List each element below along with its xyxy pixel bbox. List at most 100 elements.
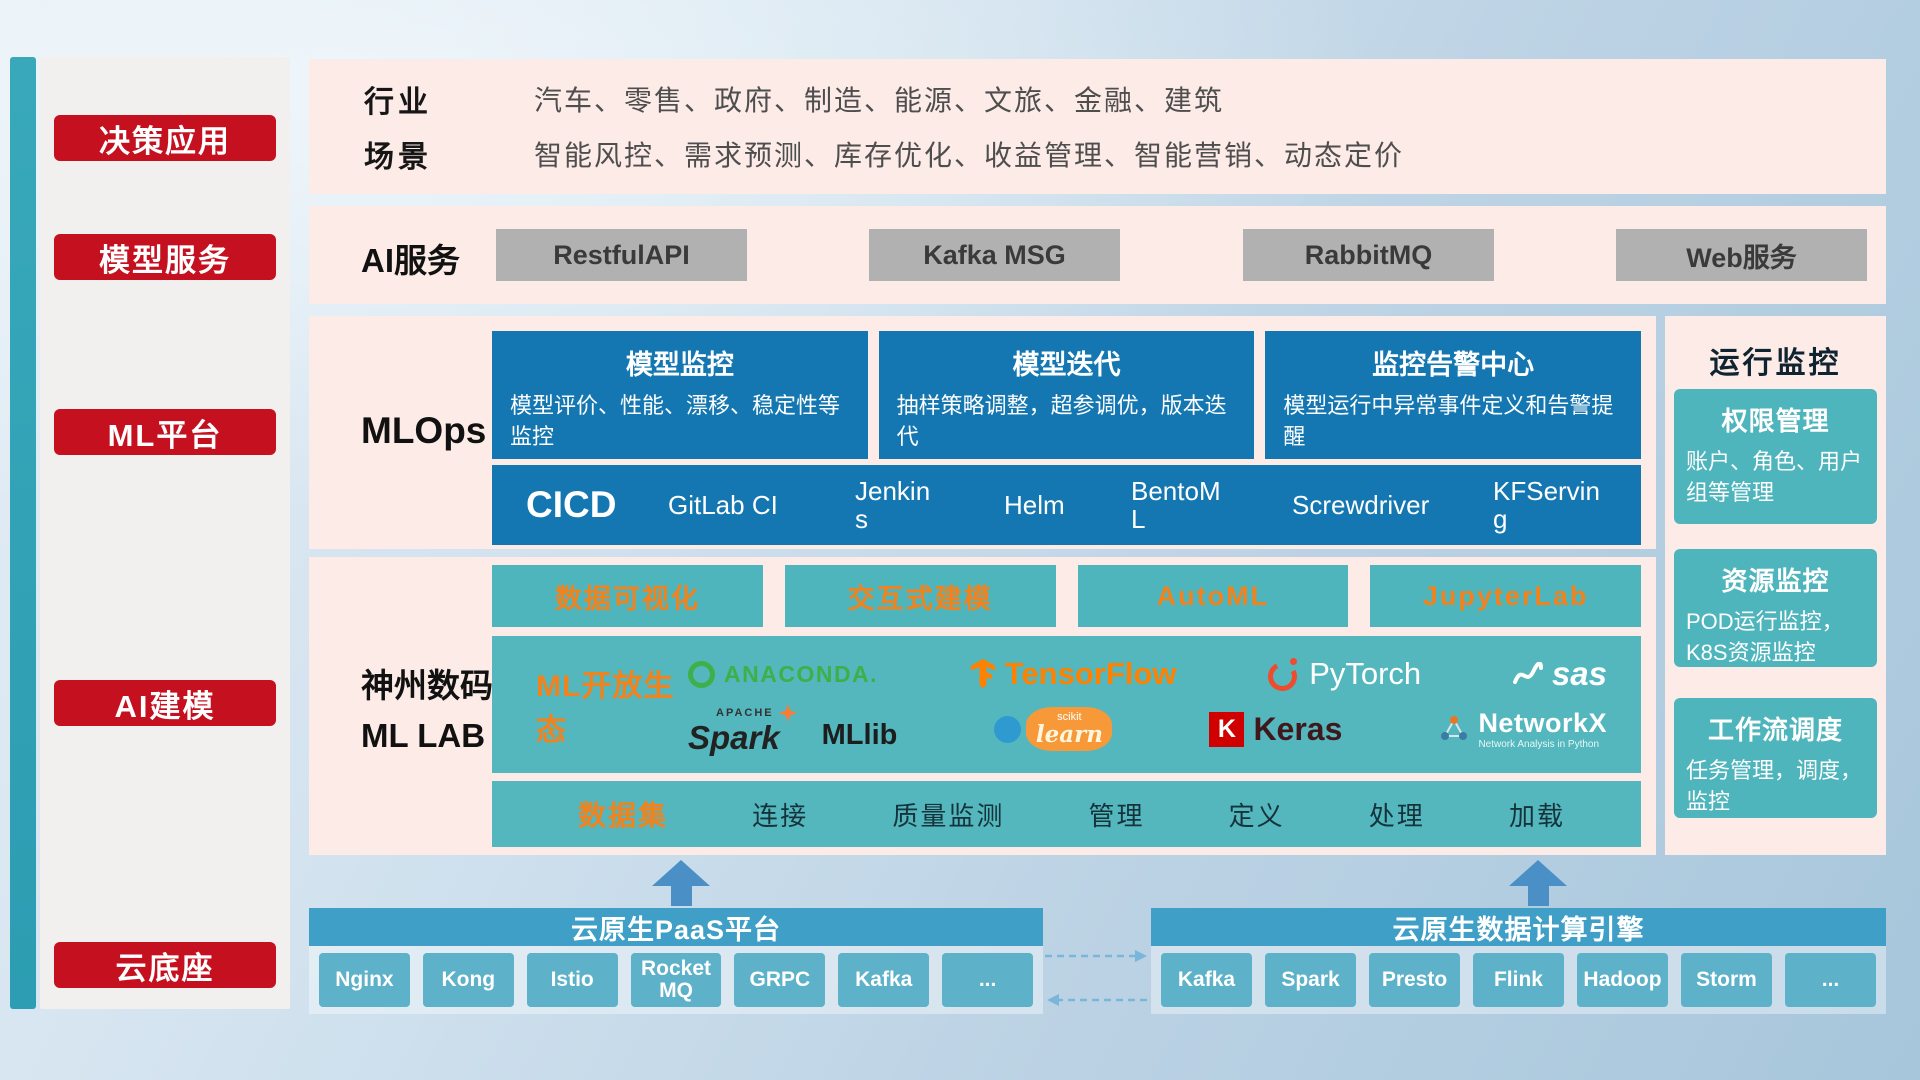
engine-hadoop-button[interactable]: Hadoop: [1577, 953, 1668, 1007]
mllib-wordmark: MLlib: [821, 718, 898, 751]
dataset-item-process: 处理: [1368, 800, 1425, 831]
automl-button[interactable]: AutoML: [1077, 565, 1349, 627]
cicd-tools: GitLab CI Jenkins Helm BentoML Screwdriv…: [668, 477, 1607, 533]
paas-buttons: Nginx Kong Istio RocketMQ GRPC Kafka ...: [309, 946, 1043, 1014]
card-title: 资源监控: [1721, 566, 1830, 596]
keras-logo: K Keras: [1209, 711, 1342, 748]
card-title: 权限管理: [1721, 406, 1830, 436]
dataset-item-load: 加载: [1508, 800, 1565, 831]
pytorch-wordmark: PyTorch: [1309, 656, 1422, 691]
sidebar-item-cloud-base[interactable]: 云底座: [54, 942, 276, 988]
dataset-item-manage: 管理: [1088, 800, 1145, 831]
keras-k-icon: K: [1209, 711, 1245, 747]
tensorflow-logo: TensorFlow: [970, 656, 1176, 692]
sidebar-item-ai-modeling[interactable]: AI建模: [54, 680, 276, 726]
layer-sidebar: 决策应用 模型服务 ML平台 AI建模 云底座: [40, 57, 290, 1009]
sidebar-item-decision-apps[interactable]: 决策应用: [54, 115, 276, 161]
card-title: 模型监控: [625, 350, 734, 380]
scene-row: 场景 智能风控、需求预测、库存优化、收益管理、智能营销、动态定价: [364, 132, 1866, 176]
ai-service-label: AI服务: [361, 242, 460, 279]
paas-platform-bar: 云原生PaaS平台: [309, 908, 1043, 946]
sidebar-item-ml-platform[interactable]: ML平台: [54, 409, 276, 455]
jupyterlab-button[interactable]: JupyterLab: [1370, 565, 1641, 627]
paas-up-arrow-icon: [652, 860, 710, 906]
tool-screwdriver: Screwdriver: [1292, 489, 1430, 520]
networkx-graph-icon: [1441, 715, 1468, 740]
industry-label: 行业: [364, 86, 432, 120]
cicd-label: CICD: [526, 484, 617, 525]
tool-helm: Helm: [1004, 489, 1065, 520]
mllab-label: 神州数码 ML LAB: [361, 661, 493, 760]
networkx-stack: NetworkX Network Analysis in Python: [1478, 708, 1607, 751]
scikit-learn-blob-icon: scikit learn: [1026, 707, 1113, 751]
ml-open-ecosystem-box: ML开放生态 ANACONDA. TensorFlow: [492, 636, 1641, 773]
kafka-msg-button[interactable]: Kafka MSG: [869, 229, 1120, 281]
anaconda-wordmark: ANACONDA.: [724, 660, 879, 687]
alert-center-card: 监控告警中心 模型运行中异常事件定义和告警提醒: [1265, 331, 1642, 459]
engine-more-button[interactable]: ...: [1785, 953, 1876, 1007]
tool-gitlab-ci: GitLab CI: [668, 489, 778, 520]
networkx-logo: NetworkX Network Analysis in Python: [1439, 708, 1607, 751]
mlops-cards: 模型监控 模型评价、性能、漂移、稳定性等监控 模型迭代 抽样策略调整，超参调优，…: [492, 331, 1642, 459]
ecosystem-label: ML开放生态: [536, 669, 675, 747]
logo-row-1: ANACONDA. TensorFlow PyTorch: [688, 655, 1607, 695]
dataset-item-define: 定义: [1228, 800, 1285, 831]
paas-rocketmq-button[interactable]: RocketMQ: [630, 953, 722, 1007]
mlops-label: MLOps: [361, 410, 487, 451]
keras-wordmark: Keras: [1253, 710, 1343, 747]
dataset-bar: 数据集 连接 质量监测 管理 定义 处理 加载: [492, 781, 1641, 847]
restfulapi-button[interactable]: RestfulAPI: [496, 229, 747, 281]
networkx-wordmark: NetworkX: [1478, 707, 1607, 738]
mllab-band: 神州数码 ML LAB 数据可视化 交互式建模 AutoML JupyterLa…: [309, 557, 1656, 855]
card-title: 监控告警中心: [1372, 350, 1535, 380]
dataset-label: 数据集: [578, 800, 669, 831]
mllab-label-line2: ML LAB: [361, 716, 486, 754]
paas-kafka-button[interactable]: Kafka: [838, 953, 930, 1007]
sidebar-item-model-service[interactable]: 模型服务: [54, 234, 276, 280]
web-service-button[interactable]: Web服务: [1616, 229, 1867, 281]
cicd-bar: CICD GitLab CI Jenkins Helm BentoML Scre…: [492, 465, 1641, 545]
industry-values: 汽车、零售、政府、制造、能源、文旅、金融、建筑: [534, 85, 1225, 117]
engine-kafka-button[interactable]: Kafka: [1161, 953, 1252, 1007]
paas-more-button[interactable]: ...: [942, 953, 1034, 1007]
data-visualization-button[interactable]: 数据可视化: [492, 565, 763, 627]
dataflow-arrows-icon: [1045, 950, 1147, 1006]
rabbitmq-button[interactable]: RabbitMQ: [1243, 229, 1494, 281]
engine-flink-button[interactable]: Flink: [1473, 953, 1564, 1007]
industry-scene-band: 行业 汽车、零售、政府、制造、能源、文旅、金融、建筑 场景 智能风控、需求预测、…: [309, 59, 1886, 194]
runtime-monitor-panel: 运行监控 权限管理 账户、角色、用户组等管理 资源监控 POD运行监控，K8S资…: [1665, 316, 1886, 855]
engine-buttons: Kafka Spark Presto Flink Hadoop Storm ..…: [1151, 946, 1886, 1014]
paas-nginx-button[interactable]: Nginx: [319, 953, 410, 1007]
sas-swirl-icon: [1512, 662, 1543, 684]
model-monitoring-card: 模型监控 模型评价、性能、漂移、稳定性等监控: [492, 331, 868, 459]
engine-spark-button[interactable]: Spark: [1265, 953, 1356, 1007]
scikit-learn-logo: scikit learn: [994, 707, 1113, 751]
interactive-modeling-button[interactable]: 交互式建模: [784, 565, 1056, 627]
paas-grpc-button[interactable]: GRPC: [734, 953, 826, 1007]
tool-kfserving: KFServing: [1493, 475, 1600, 534]
dataset-item-quality: 质量监测: [892, 800, 1005, 831]
paas-kong-button[interactable]: Kong: [422, 953, 514, 1007]
scikit-circle-icon: [994, 715, 1022, 743]
engine-presto-button[interactable]: Presto: [1369, 953, 1460, 1007]
card-desc: 抽样策略调整，超参调优，版本迭代: [896, 393, 1227, 449]
learn-wordmark: learn: [1035, 721, 1103, 748]
dataset-item-connect: 连接: [752, 800, 809, 831]
anaconda-logo: ANACONDA.: [688, 660, 879, 688]
card-desc: POD运行监控，K8S资源监控: [1686, 609, 1844, 665]
spark-stack: APACHE Spark: [688, 704, 797, 754]
pytorch-logo: PyTorch: [1264, 656, 1422, 695]
anaconda-ring-icon: [688, 660, 715, 688]
paas-istio-button[interactable]: Istio: [526, 953, 618, 1007]
scene-label: 场景: [364, 140, 432, 174]
card-title: 模型迭代: [1012, 350, 1121, 380]
tool-jenkins: Jenkins: [855, 475, 931, 534]
card-desc: 模型评价、性能、漂移、稳定性等监控: [510, 393, 841, 449]
card-desc: 账户、角色、用户组等管理: [1686, 449, 1863, 505]
spark-wordmark: Spark: [688, 719, 780, 756]
workflow-scheduler-card: 工作流调度 任务管理，调度，监控: [1674, 698, 1877, 818]
scikit-label: scikit: [1057, 711, 1082, 723]
pytorch-flame-icon: [1264, 657, 1301, 695]
engine-storm-button[interactable]: Storm: [1681, 953, 1772, 1007]
